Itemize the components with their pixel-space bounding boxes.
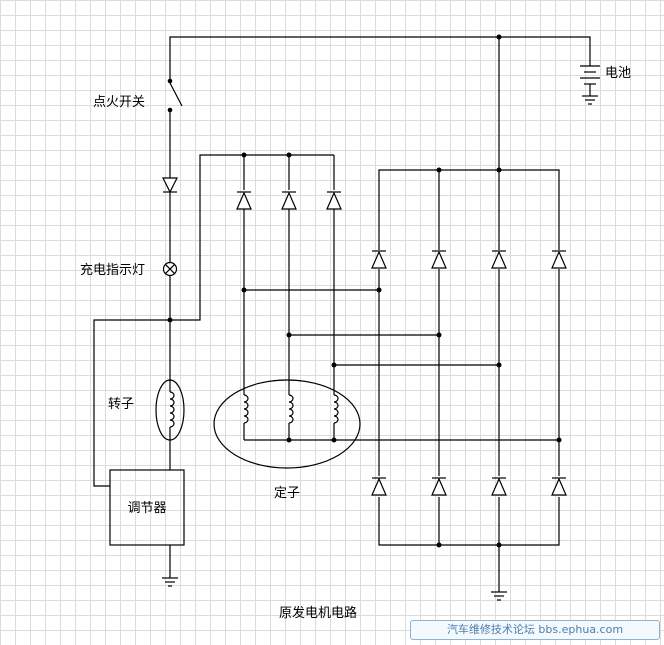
regulator-ground [162,577,178,587]
exciter-diode-1 [236,191,252,210]
regulator-sense-wire [93,319,170,487]
ignition-switch-label: 点火开关 [93,95,145,110]
rotor-label: 转子 [108,397,134,412]
rectifier-lower-diode-3 [491,477,507,496]
lamp-line-diode [162,177,178,194]
regulator-box [109,469,185,546]
exciter-diode-2 [281,191,297,210]
bridge-ground [491,591,507,601]
rectifier-lower-diode-2 [431,477,447,496]
rectifier-upper-diode-1 [371,250,387,269]
battery-label: 电池 [605,66,631,81]
forum-watermark: 汽车维修技术论坛 bbs.ephua.com [410,620,660,640]
rectifier-lower-diode-4 [551,477,567,496]
regulator-label: 调节器 [127,501,166,516]
rotor-symbol [155,379,185,441]
exciter-bridge-wire [170,154,334,321]
rectifier-upper-diode-4 [551,250,567,269]
charge-indicator-lamp [162,261,178,277]
charge-indicator-label: 充电指示灯 [80,262,145,278]
rectifier-lower-diode-1 [371,477,387,496]
battery-symbol [580,65,600,105]
bridge-negative-rail [378,497,560,546]
diagram-caption: 原发电机电路 [279,605,357,621]
rectifier-upper-diode-2 [431,250,447,269]
stator-label: 定子 [274,486,300,501]
battery-bus-wire [169,36,591,80]
bridge-positive-rail [378,169,560,250]
ignition-switch [167,78,183,113]
junction-dots [167,34,562,548]
stator-symbol [213,379,361,469]
wiring [93,36,591,592]
exciter-diode-3 [326,191,342,210]
rectifier-upper-diode-3 [491,250,507,269]
